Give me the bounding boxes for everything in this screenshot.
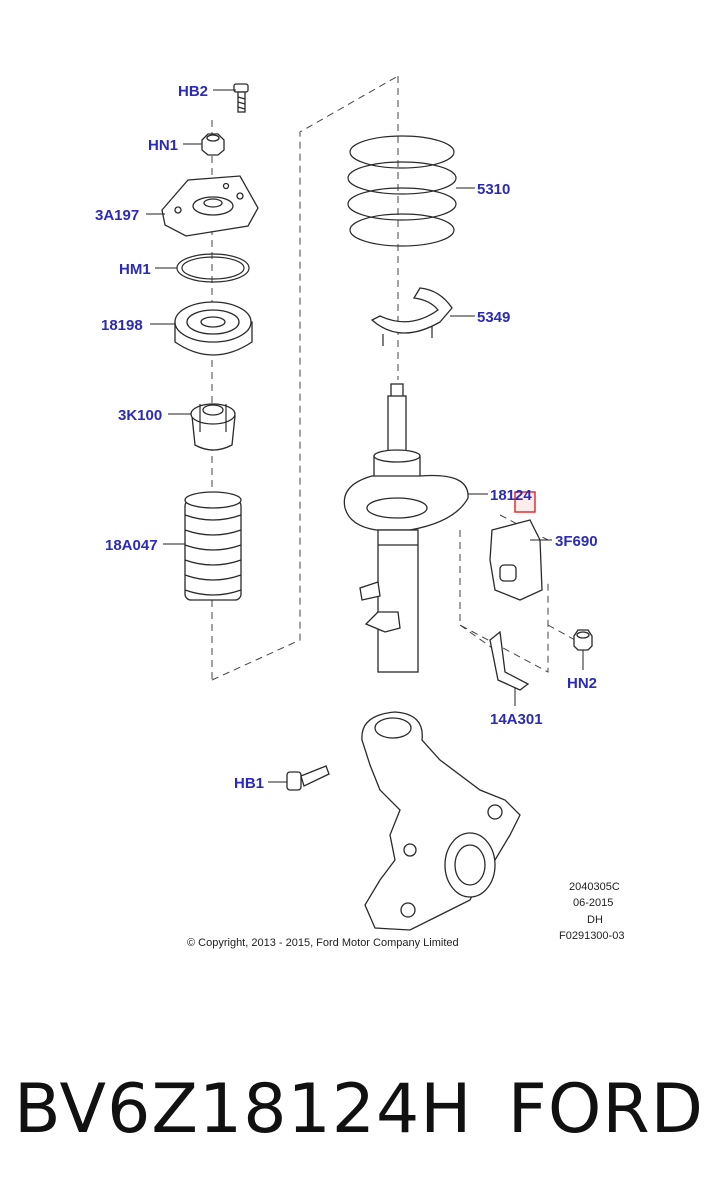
highlight-marker xyxy=(514,491,536,513)
nut-hn2[interactable] xyxy=(573,629,593,651)
diagram-code: 2040305C xyxy=(569,881,620,893)
callout-3a197[interactable]: 3A197 xyxy=(95,207,139,224)
callout-5310[interactable]: 5310 xyxy=(477,181,510,198)
copyright-notice: © Copyright, 2013 - 2015, Ford Motor Com… xyxy=(187,937,459,949)
bump-stop-3k100[interactable] xyxy=(190,403,236,451)
steering-knuckle[interactable] xyxy=(361,711,521,931)
bracket-3f690[interactable] xyxy=(489,519,543,601)
strut-assembly-18124[interactable] xyxy=(343,383,469,673)
leader-lines xyxy=(146,89,584,783)
bolt-hb1[interactable] xyxy=(286,765,330,791)
callout-18a047[interactable]: 18A047 xyxy=(105,537,158,554)
exploded-parts-diagram: HB2 HN1 3A197 HM1 18198 3K100 18A047 531… xyxy=(95,75,624,949)
callout-14a301[interactable]: 14A301 xyxy=(490,711,543,728)
diagram-date: 06-2015 xyxy=(573,897,613,909)
diagram-ref: F0291300-03 xyxy=(559,930,624,942)
callout-5349[interactable]: 5349 xyxy=(477,309,510,326)
top-mount-3a197[interactable] xyxy=(161,175,259,237)
callout-3k100[interactable]: 3K100 xyxy=(118,407,162,424)
brand-name: FORD xyxy=(507,1070,704,1149)
bearing-18198[interactable] xyxy=(174,301,253,356)
callout-18198[interactable]: 18198 xyxy=(101,317,143,334)
clip-14a301[interactable] xyxy=(489,630,530,691)
callout-hn2[interactable]: HN2 xyxy=(567,675,597,692)
callout-18124[interactable]: 18124 xyxy=(490,487,532,504)
nut-hn1[interactable] xyxy=(201,133,225,156)
dust-boot-18a047[interactable] xyxy=(184,491,242,601)
diagram-dh: DH xyxy=(587,914,603,926)
part-number: BV6Z18124H xyxy=(14,1070,473,1149)
part-caption: BV6Z18124H FORD xyxy=(14,1060,704,1160)
callout-hb1[interactable]: HB1 xyxy=(234,775,264,792)
callout-3f690[interactable]: 3F690 xyxy=(555,533,598,550)
coil-spring-5310[interactable] xyxy=(347,135,457,247)
bolt-hb2[interactable] xyxy=(233,83,249,113)
ring-hm1[interactable] xyxy=(176,253,250,283)
callout-hn1[interactable]: HN1 xyxy=(148,137,178,154)
spring-seat-5349[interactable] xyxy=(370,287,453,346)
callout-hm1[interactable]: HM1 xyxy=(119,261,151,278)
callout-hb2[interactable]: HB2 xyxy=(178,83,208,100)
